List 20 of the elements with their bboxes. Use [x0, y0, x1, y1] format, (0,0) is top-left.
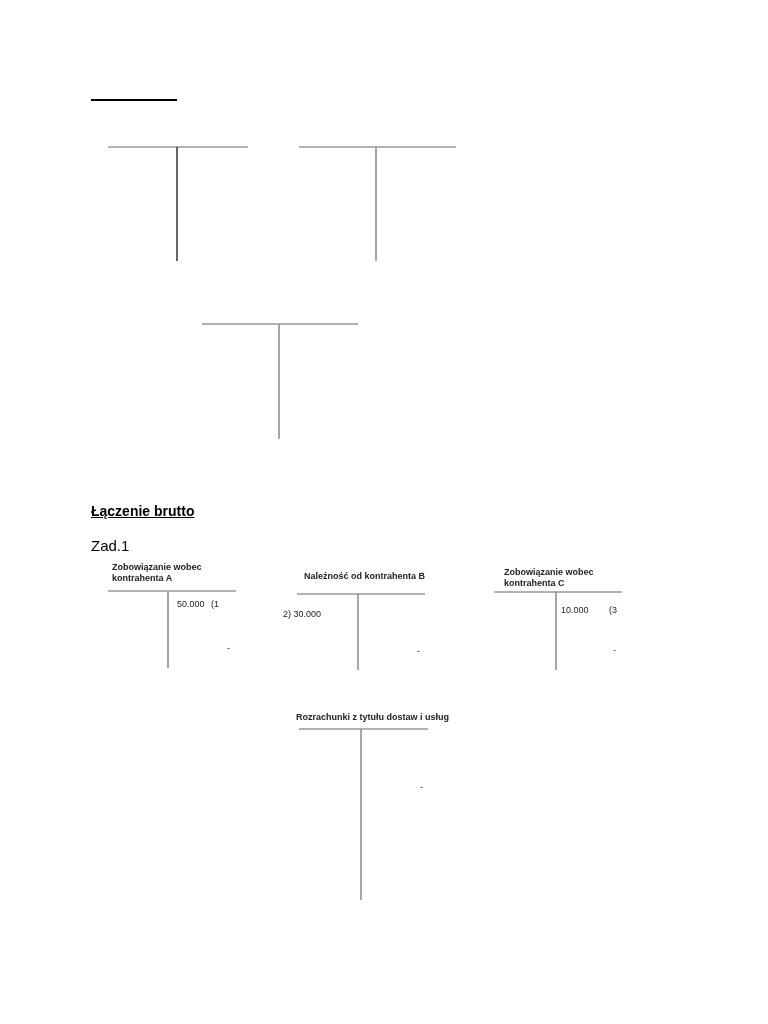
- account-title: Zobowiązanie wobec kontrahenta C: [504, 567, 594, 589]
- account-title: Zobowiązanie wobec kontrahenta A: [112, 562, 202, 584]
- account-entry: -: [417, 646, 420, 657]
- t-account: [492, 566, 624, 671]
- account-entry: 10.000: [561, 605, 589, 616]
- t-account: [299, 145, 457, 263]
- account-entry: 2) 30.000: [283, 609, 322, 620]
- t-account: [281, 570, 427, 671]
- account-entry: (3: [609, 605, 617, 616]
- t-account: [108, 145, 250, 263]
- account-entry: -: [613, 645, 616, 656]
- account-entry: -: [227, 643, 230, 654]
- account-entry: -: [420, 782, 423, 793]
- section-heading: Łączenie brutto: [91, 503, 195, 519]
- account-entry: 50.000: [177, 599, 205, 610]
- account-title: Rozrachunki z tytułu dostaw i usług: [296, 712, 449, 723]
- task-label: Zad.1: [91, 537, 130, 554]
- account-entry: (1: [211, 599, 219, 610]
- account-title: Należność od kontrahenta B: [304, 571, 426, 582]
- t-account: [202, 322, 360, 441]
